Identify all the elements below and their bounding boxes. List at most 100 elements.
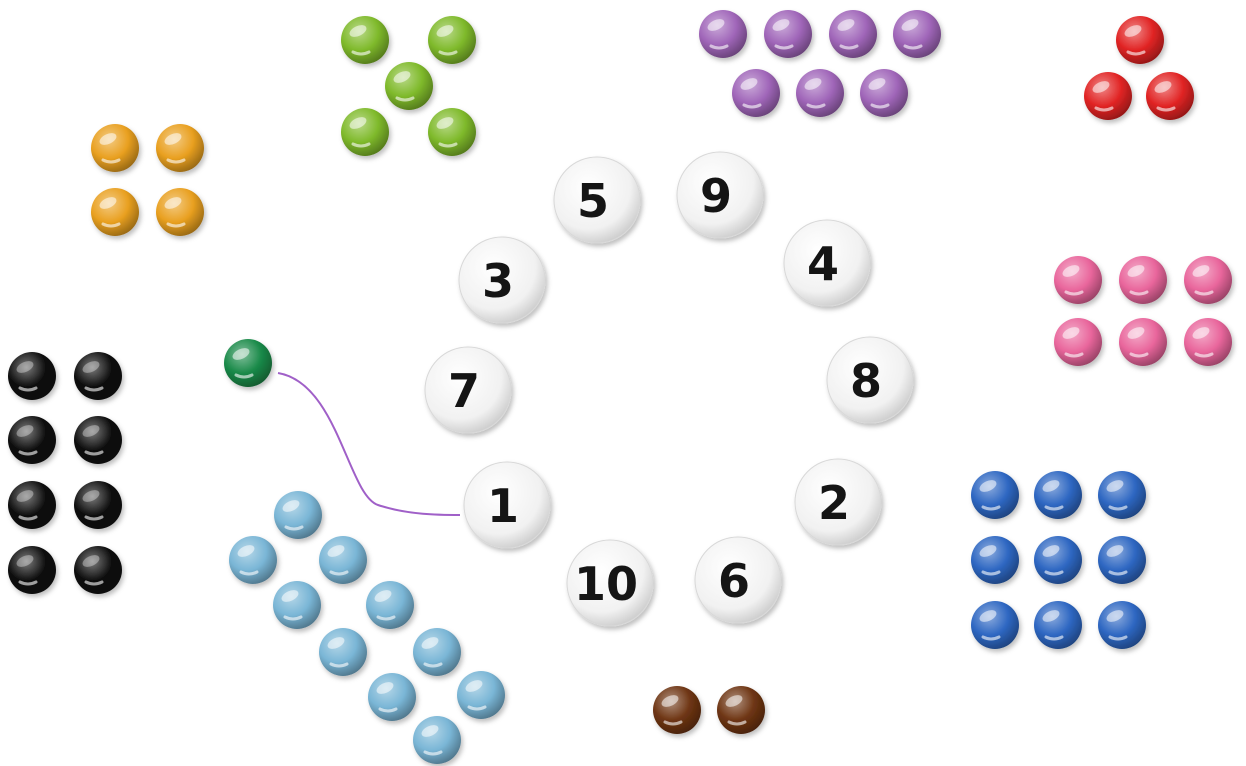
number-token-2[interactable]: 2 bbox=[795, 459, 881, 545]
bead-body bbox=[368, 673, 416, 721]
light-blue-bead bbox=[229, 536, 277, 584]
bead-body bbox=[413, 628, 461, 676]
number-token-7[interactable]: 7 bbox=[425, 347, 511, 433]
number-token-8[interactable]: 8 bbox=[827, 337, 913, 423]
purple-bead-group[interactable] bbox=[699, 10, 941, 117]
number-ring: 59 3 4 7 8 1 2 10 6 bbox=[425, 152, 913, 626]
number-token-1[interactable]: 1 bbox=[464, 462, 550, 548]
blue-bead bbox=[1034, 471, 1082, 519]
number-token-label: 1 bbox=[487, 479, 519, 533]
bead-body bbox=[829, 10, 877, 58]
bead-body bbox=[893, 10, 941, 58]
number-token-label: 4 bbox=[807, 237, 839, 291]
bead-body bbox=[971, 471, 1019, 519]
blue-bead bbox=[1098, 471, 1146, 519]
bead-body bbox=[732, 69, 780, 117]
black-bead bbox=[74, 546, 122, 594]
light-blue-bead bbox=[273, 581, 321, 629]
red-bead bbox=[1116, 16, 1164, 64]
bead-body bbox=[1054, 318, 1102, 366]
green-bead bbox=[341, 16, 389, 64]
number-token-10[interactable]: 10 bbox=[567, 540, 653, 626]
bead-body bbox=[1098, 536, 1146, 584]
green-bead bbox=[428, 16, 476, 64]
bead-layer bbox=[8, 10, 1232, 764]
green-bead bbox=[428, 108, 476, 156]
yellow-bead bbox=[156, 124, 204, 172]
bead-body bbox=[1034, 601, 1082, 649]
number-token-label: 2 bbox=[818, 476, 850, 530]
number-token-4[interactable]: 4 bbox=[784, 220, 870, 306]
purple-bead bbox=[796, 69, 844, 117]
black-bead bbox=[74, 352, 122, 400]
number-token-9[interactable]: 9 bbox=[677, 152, 763, 238]
bead-body bbox=[1116, 16, 1164, 64]
light-blue-bead bbox=[319, 536, 367, 584]
bead-body bbox=[366, 581, 414, 629]
bead-body bbox=[91, 188, 139, 236]
bead-body bbox=[8, 416, 56, 464]
bead-body bbox=[971, 536, 1019, 584]
black-bead bbox=[8, 416, 56, 464]
bead-body bbox=[91, 124, 139, 172]
black-bead bbox=[74, 416, 122, 464]
bead-body bbox=[156, 188, 204, 236]
black-bead bbox=[8, 481, 56, 529]
blue-bead-group[interactable] bbox=[971, 471, 1146, 649]
light-blue-bead-group[interactable] bbox=[229, 491, 505, 764]
bead-body bbox=[385, 62, 433, 110]
number-token-3[interactable]: 3 bbox=[459, 237, 545, 323]
black-bead-group[interactable] bbox=[8, 352, 122, 594]
number-token-label: 7 bbox=[448, 364, 480, 418]
number-token-6[interactable]: 6 bbox=[695, 537, 781, 623]
bead-body bbox=[699, 10, 747, 58]
bead-body bbox=[74, 416, 122, 464]
bead-body bbox=[413, 716, 461, 764]
yellow-bead-group[interactable] bbox=[91, 124, 204, 236]
red-bead bbox=[1084, 72, 1132, 120]
number-token-label: 6 bbox=[718, 554, 750, 608]
green-bead bbox=[341, 108, 389, 156]
light-blue-bead bbox=[413, 716, 461, 764]
light-blue-bead bbox=[368, 673, 416, 721]
bead-body bbox=[1034, 536, 1082, 584]
green-bead bbox=[385, 62, 433, 110]
brown-bead-group[interactable] bbox=[653, 686, 765, 734]
yellow-bead bbox=[156, 188, 204, 236]
pink-bead bbox=[1054, 256, 1102, 304]
blue-bead bbox=[1034, 536, 1082, 584]
blue-bead bbox=[971, 601, 1019, 649]
dark-green-bead bbox=[224, 339, 272, 387]
purple-bead bbox=[764, 10, 812, 58]
bead-body bbox=[764, 10, 812, 58]
black-bead bbox=[8, 546, 56, 594]
bead-body bbox=[971, 601, 1019, 649]
bead-body bbox=[1034, 471, 1082, 519]
black-bead bbox=[8, 352, 56, 400]
pink-bead-group[interactable] bbox=[1054, 256, 1232, 366]
blue-bead bbox=[971, 471, 1019, 519]
bead-body bbox=[428, 108, 476, 156]
bead-body bbox=[319, 628, 367, 676]
bead-body bbox=[1119, 256, 1167, 304]
bead-body bbox=[860, 69, 908, 117]
light-blue-bead bbox=[366, 581, 414, 629]
light-blue-bead bbox=[274, 491, 322, 539]
dark-green-bead-group[interactable] bbox=[224, 339, 272, 387]
bead-body bbox=[8, 546, 56, 594]
green-bead-group[interactable] bbox=[341, 16, 476, 156]
number-token-label: 8 bbox=[850, 354, 882, 408]
bead-body bbox=[229, 536, 277, 584]
black-bead bbox=[74, 481, 122, 529]
yellow-bead bbox=[91, 188, 139, 236]
bead-body bbox=[341, 16, 389, 64]
blue-bead bbox=[1098, 536, 1146, 584]
red-bead-group[interactable] bbox=[1084, 16, 1194, 120]
number-token-5[interactable]: 5 bbox=[554, 157, 640, 243]
number-token-label: 3 bbox=[482, 254, 514, 308]
bead-body bbox=[224, 339, 272, 387]
blue-bead bbox=[971, 536, 1019, 584]
light-blue-bead bbox=[319, 628, 367, 676]
bead-body bbox=[274, 491, 322, 539]
